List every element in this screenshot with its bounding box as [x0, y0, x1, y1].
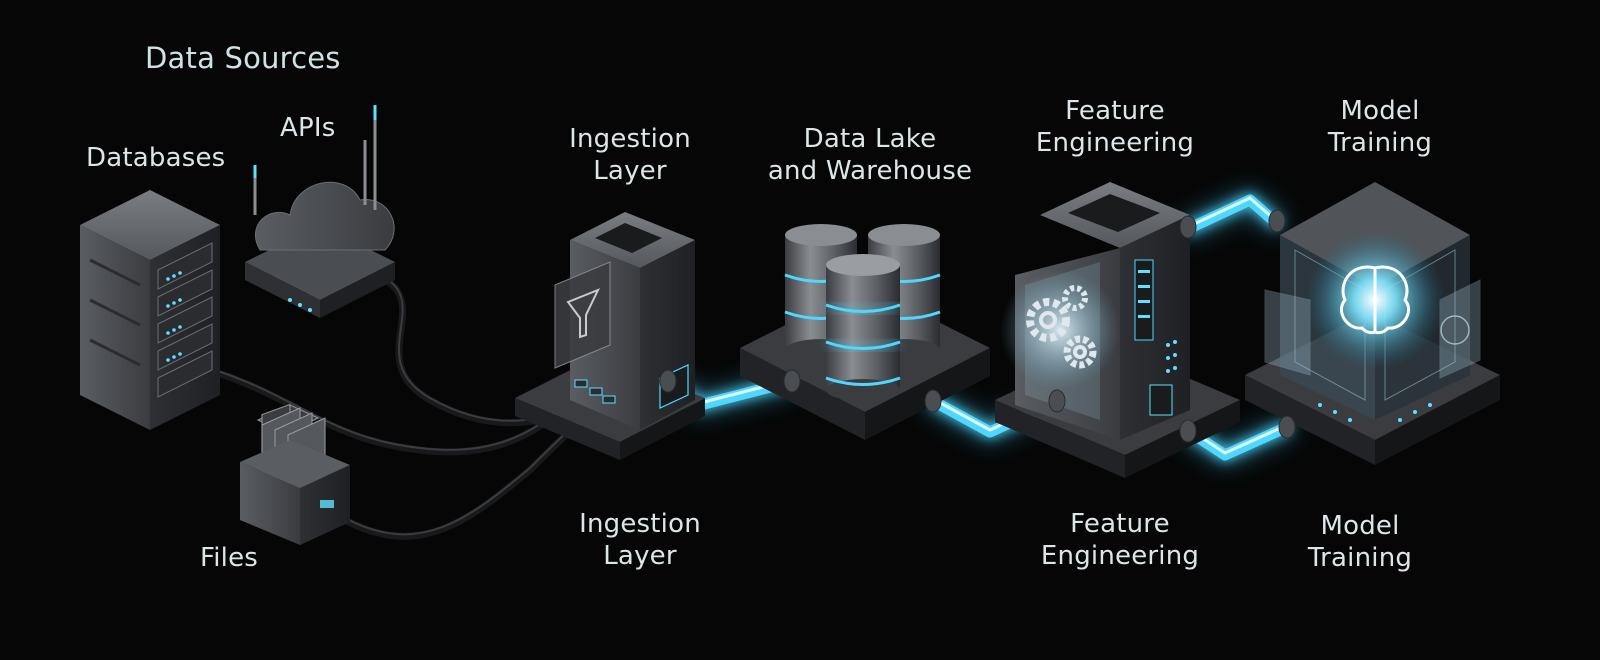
file-box-icon: [240, 403, 350, 545]
cloud-router-icon: [245, 105, 395, 318]
gears-icon: [1026, 285, 1097, 369]
data-sources-title: Data Sources: [145, 41, 341, 75]
apis-label: APIs: [280, 113, 336, 143]
database-cylinders-icon: [784, 224, 941, 401]
ingestion-server: [515, 212, 705, 460]
files-label: Files: [200, 543, 259, 573]
model-training-core: [1245, 182, 1500, 465]
feature-engineering-machine: [995, 182, 1240, 478]
funnel-icon: [554, 261, 611, 369]
server-rack-icon: [80, 190, 220, 430]
databases-label: Databases: [86, 143, 226, 173]
brain-icon: [1339, 265, 1411, 335]
